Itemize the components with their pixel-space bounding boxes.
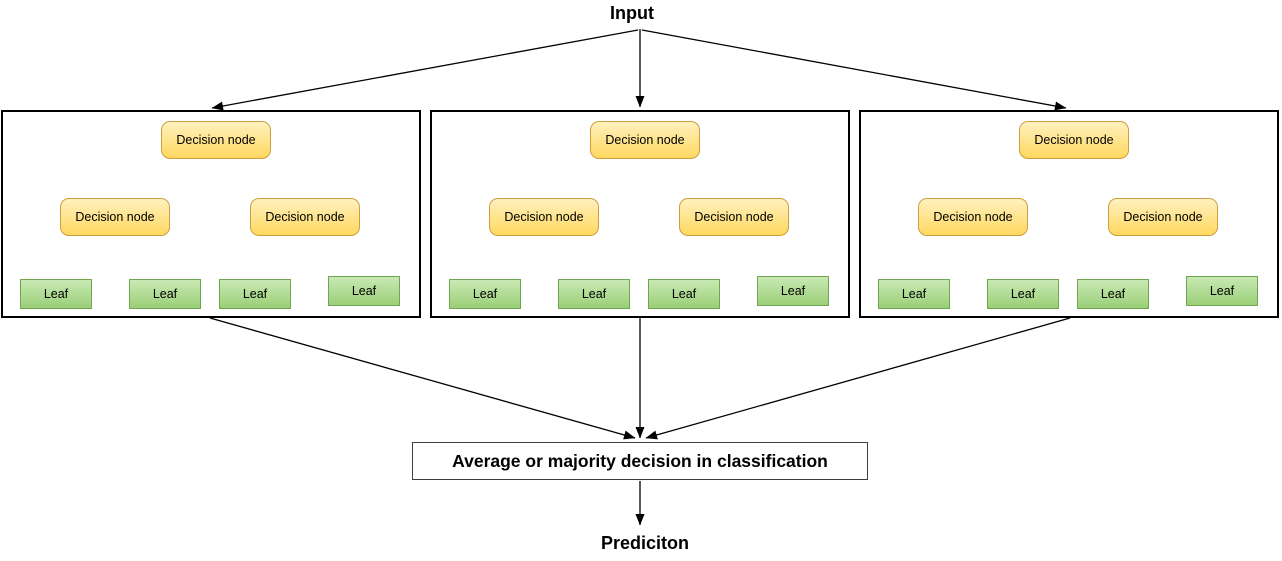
leaf-node: Leaf bbox=[129, 279, 201, 309]
decision-node: Decision node bbox=[60, 198, 170, 236]
leaf-node: Leaf bbox=[648, 279, 720, 309]
decision-node: Decision node bbox=[590, 121, 700, 159]
leaf-node: Leaf bbox=[987, 279, 1059, 309]
leaf-node: Leaf bbox=[219, 279, 291, 309]
leaf-node: Leaf bbox=[558, 279, 630, 309]
prediction-label: Prediciton bbox=[600, 533, 689, 553]
leaf-node: Leaf bbox=[1077, 279, 1149, 309]
edge-tree3-to-aggregate bbox=[645, 317, 1071, 440]
leaf-node: Leaf bbox=[20, 279, 92, 309]
decision-node: Decision node bbox=[161, 121, 271, 159]
decision-node: Decision node bbox=[489, 198, 599, 236]
edge-tree1-to-aggregate bbox=[209, 317, 636, 440]
aggregate-decision-box: Average or majority decision in classifi… bbox=[412, 442, 868, 480]
leaf-node: Leaf bbox=[757, 276, 829, 306]
decision-node: Decision node bbox=[1019, 121, 1129, 159]
tree-2-frame: Decision node Decision node Decision nod… bbox=[430, 110, 850, 318]
edge-input-to-tree1 bbox=[211, 29, 639, 111]
edge-input-to-tree3 bbox=[641, 29, 1067, 111]
leaf-node: Leaf bbox=[1186, 276, 1258, 306]
leaf-node: Leaf bbox=[449, 279, 521, 309]
tree-1-frame: Decision node Decision node Decision nod… bbox=[1, 110, 421, 318]
decision-node: Decision node bbox=[250, 198, 360, 236]
decision-node: Decision node bbox=[918, 198, 1028, 236]
leaf-node: Leaf bbox=[878, 279, 950, 309]
tree-3-frame: Decision node Decision node Decision nod… bbox=[859, 110, 1279, 318]
decision-node: Decision node bbox=[1108, 198, 1218, 236]
input-label: Input bbox=[610, 3, 654, 23]
decision-node: Decision node bbox=[679, 198, 789, 236]
leaf-node: Leaf bbox=[328, 276, 400, 306]
